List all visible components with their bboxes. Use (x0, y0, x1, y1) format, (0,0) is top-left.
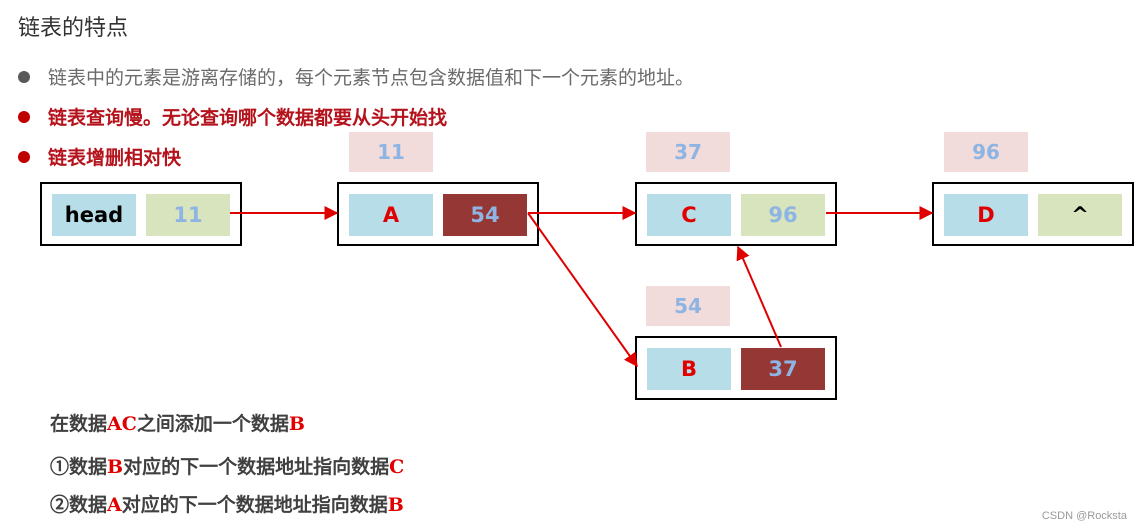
node-c: C 96 (635, 182, 837, 246)
bullet-item: 链表增删相对快 (18, 143, 181, 170)
node-c-next: 96 (741, 194, 825, 236)
bullet-item: 链表中的元素是游离存储的，每个元素节点包含数据值和下一个元素的地址。 (18, 63, 694, 90)
node-a: A 54 (337, 182, 539, 246)
address-label-d: 96 (944, 132, 1028, 172)
bullet-item: 链表查询慢。无论查询哪个数据都要从头开始找 (18, 103, 447, 130)
bullet-dot-icon (18, 70, 30, 83)
node-head-next: 11 (146, 194, 230, 236)
step-text-part: 对应的下一个数据地址指向数据 (123, 456, 390, 478)
node-b: B 37 (635, 336, 837, 400)
step-text-part: ②数据 (50, 494, 108, 516)
step-text-part: ①数据 (50, 456, 108, 478)
arrow-b-to-c (736, 245, 782, 348)
node-d-next: ^ (1038, 194, 1122, 236)
node-d-data: D (944, 194, 1028, 236)
bullet-dot-icon (18, 110, 30, 123)
bullet-text: 链表增删相对快 (48, 147, 182, 169)
page-title: 链表的特点 (18, 16, 129, 41)
step-text: ①数据B对应的下一个数据地址指向数据C (50, 452, 404, 479)
step-highlight: A (107, 494, 122, 516)
node-head: head 11 (40, 182, 242, 246)
step-highlight: B (288, 413, 305, 435)
node-c-data: C (647, 194, 731, 236)
address-label-a: 11 (349, 132, 433, 172)
step-text-part: 在数据 (50, 413, 108, 435)
bullet-text: 链表中的元素是游离存储的，每个元素节点包含数据值和下一个元素的地址。 (48, 67, 695, 89)
step-text: 在数据AC之间添加一个数据B (50, 409, 305, 436)
bullet-text: 链表查询慢。无论查询哪个数据都要从头开始找 (48, 107, 448, 129)
node-b-data: B (647, 348, 731, 390)
node-head-data: head (52, 194, 136, 236)
node-a-next: 54 (443, 194, 527, 236)
watermark: CSDN @Rockstа (1041, 510, 1127, 522)
step-highlight: AC (107, 413, 137, 435)
step-text: ②数据A对应的下一个数据地址指向数据B (50, 490, 404, 517)
bullet-dot-icon (18, 150, 30, 163)
node-b-next: 37 (741, 348, 825, 390)
arrow-a-to-b (527, 212, 638, 368)
address-label-c: 37 (646, 132, 730, 172)
step-text-part: 之间添加一个数据 (136, 413, 289, 435)
step-text-part: 对应的下一个数据地址指向数据 (121, 494, 388, 516)
step-highlight: C (389, 456, 405, 478)
step-highlight: B (107, 456, 124, 478)
step-highlight: B (387, 494, 404, 516)
node-a-data: A (349, 194, 433, 236)
address-label-b: 54 (646, 286, 730, 326)
